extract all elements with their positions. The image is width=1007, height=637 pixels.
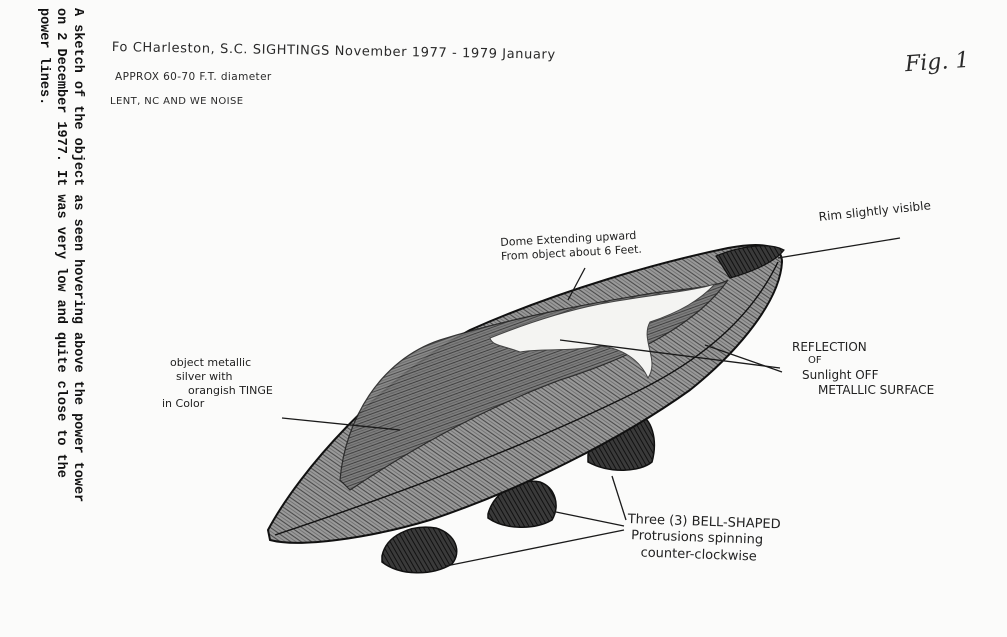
- label-metallic: object metallic silver with orangish TIN…: [162, 356, 273, 411]
- label-metallic-line-4: in Color: [162, 397, 205, 411]
- label-reflection-line-2: OF: [808, 355, 822, 366]
- saucer-body: [266, 243, 785, 544]
- reflection-leader-2: [704, 344, 783, 373]
- metallic-leader: [281, 417, 401, 431]
- label-reflection-line-1: REFLECTION: [792, 340, 867, 354]
- label-bells: Three (3) BELL-SHAPED Protrusions spinni…: [626, 512, 780, 566]
- bell-front: [381, 526, 458, 574]
- bell-leader-front: [445, 529, 625, 567]
- rim-leader: [777, 237, 901, 259]
- label-metallic-line-3: orangish TINGE: [188, 383, 273, 397]
- label-reflection-line-4: METALLIC SURFACE: [818, 382, 935, 397]
- saucer-rim-line: [274, 261, 779, 536]
- reflection-leader-1: [559, 339, 781, 369]
- label-metallic-line-2: silver with: [176, 369, 233, 383]
- bell-leader-middle: [555, 511, 625, 527]
- label-metallic-line-1: object metallic: [170, 356, 252, 369]
- bell-leader-rear: [611, 475, 627, 521]
- rim-tip: [715, 245, 785, 279]
- dome-leader: [567, 267, 586, 301]
- leader-lines: [281, 237, 901, 567]
- diameter-note: APPROX 60-70 F.T. diameter: [115, 71, 272, 83]
- label-reflection: REFLECTION OF Sunlight OFF METALLIC SURF…: [792, 340, 934, 398]
- label-reflection-line-3: Sunlight OFF: [802, 367, 879, 382]
- sunlight-reflection: [489, 282, 717, 380]
- witness-names: LENT, NC AND WE NOISE: [110, 96, 244, 107]
